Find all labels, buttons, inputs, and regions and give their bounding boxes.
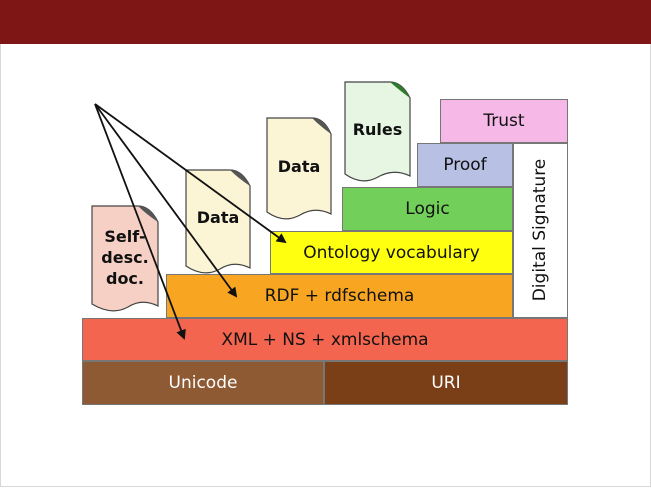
data-doc-1-label: Data <box>196 208 240 227</box>
data-doc-2-label: Data <box>277 157 321 176</box>
xml-layer: XML + NS + xmlschema <box>82 318 568 361</box>
arrow-to-ontology <box>94 103 287 244</box>
uri-layer: URI <box>324 361 568 405</box>
arrow-to-xml <box>94 103 186 340</box>
self-desc-doc-icon <box>91 205 159 312</box>
unicode-layer: Unicode <box>82 361 324 405</box>
data-doc-2-icon <box>266 117 332 220</box>
rules-doc-label: Rules <box>352 120 403 139</box>
trust-layer: Trust <box>440 99 568 143</box>
digital-signature-layer <box>513 143 568 318</box>
logic-layer: Logic <box>342 187 513 231</box>
data-doc-1-icon <box>185 169 251 274</box>
rdf-layer: RDF + rdfschema <box>166 274 513 318</box>
self-desc-doc-label: Self- desc. doc. <box>101 227 149 288</box>
arrow-to-rdf <box>94 103 238 298</box>
ontology-layer: Ontology vocabulary <box>270 231 513 274</box>
rules-doc-icon <box>344 81 411 182</box>
title-bar <box>0 0 651 44</box>
proof-layer: Proof <box>417 143 513 187</box>
